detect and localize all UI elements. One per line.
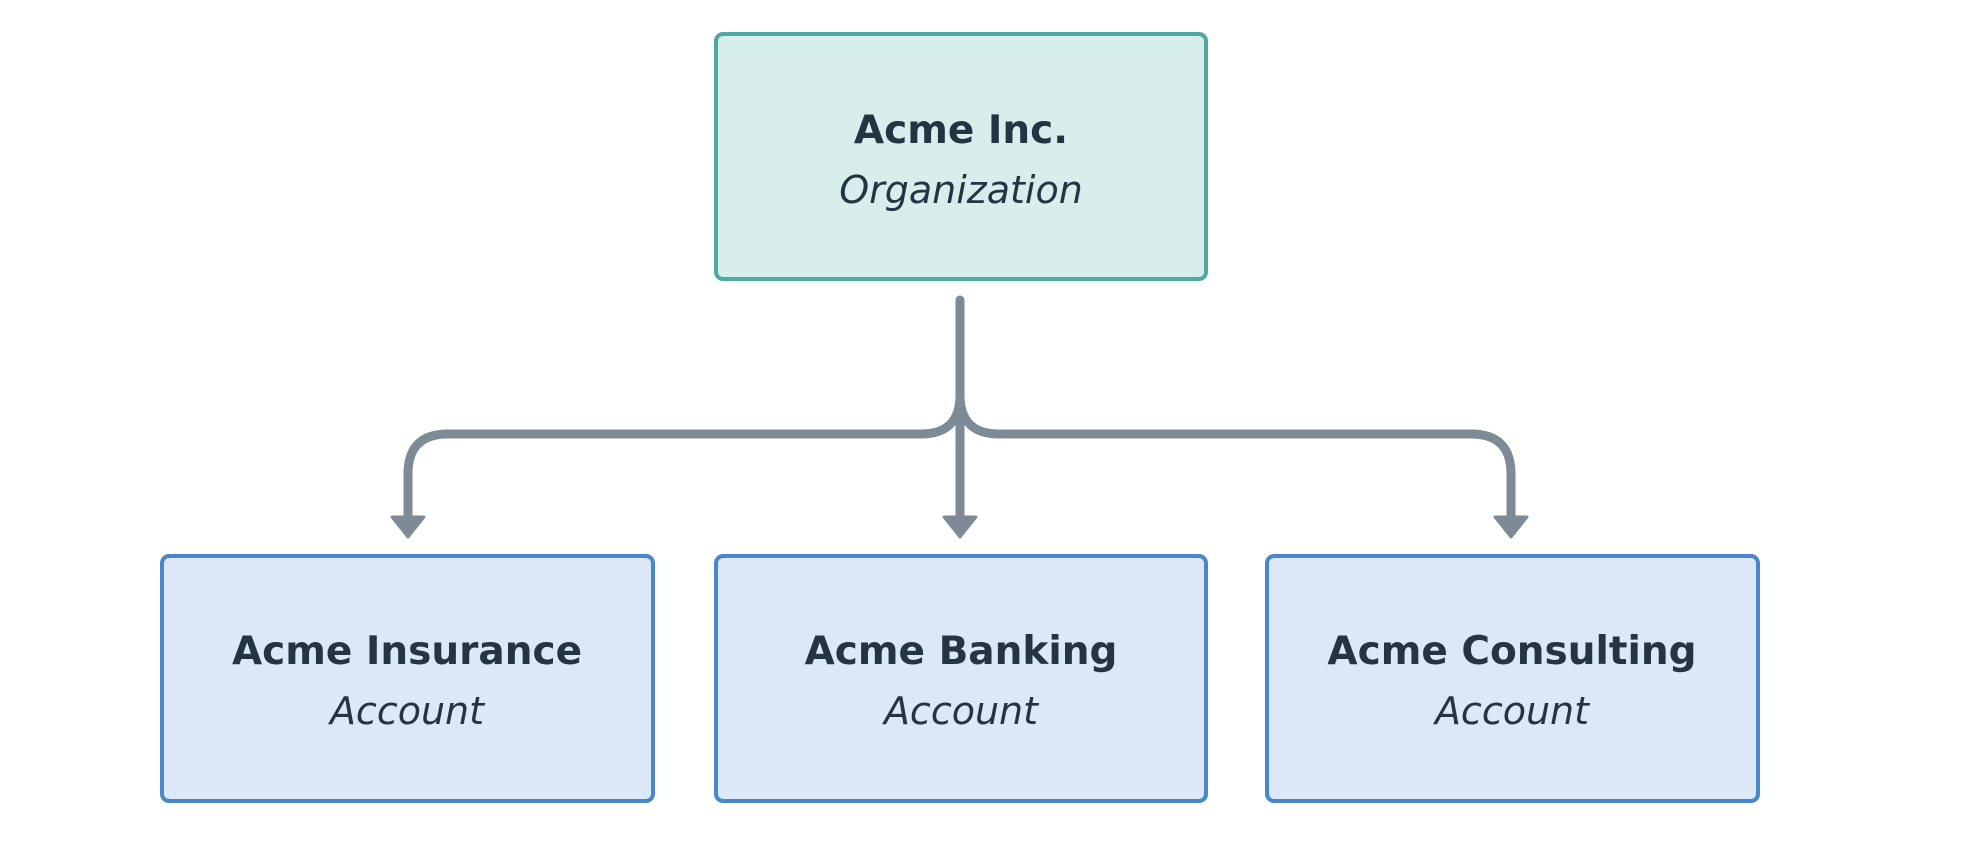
account-node-acme-consulting[interactable]: Acme Consulting Account <box>1265 554 1760 803</box>
connectors <box>403 295 1516 527</box>
account-node-acme-banking[interactable]: Acme Banking Account <box>714 554 1208 803</box>
account-node-title: Acme Insurance <box>232 629 582 674</box>
account-node-title: Acme Consulting <box>1327 629 1696 674</box>
account-node-subtitle: Account <box>1432 689 1591 733</box>
account-node-box <box>160 554 655 803</box>
account-node-title: Acme Banking <box>805 629 1118 674</box>
arrowhead-banking-icon <box>942 515 978 539</box>
connector-to-acme-consulting <box>955 390 1516 527</box>
account-node-box <box>714 554 1208 803</box>
account-node-subtitle: Account <box>327 689 486 733</box>
arrowhead-consulting-icon <box>1493 515 1529 539</box>
account-node-subtitle: Account <box>881 689 1040 733</box>
org-node-subtitle: Organization <box>839 168 1083 212</box>
account-node-box <box>1265 554 1760 803</box>
org-node[interactable]: Acme Inc. Organization <box>714 32 1208 281</box>
connector-to-acme-insurance <box>403 390 965 527</box>
arrowheads <box>390 515 1529 539</box>
org-node-box <box>714 32 1208 281</box>
arrowhead-insurance-icon <box>390 515 426 539</box>
org-node-title: Acme Inc. <box>854 108 1068 153</box>
account-node-acme-insurance[interactable]: Acme Insurance Account <box>160 554 655 803</box>
